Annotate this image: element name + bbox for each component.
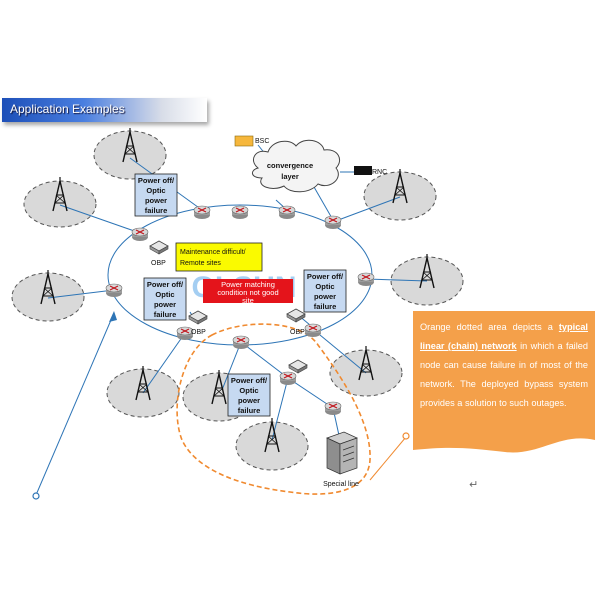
obp-label-3: OBP [290,329,305,336]
svg-text:Optic: Optic [239,386,258,395]
failure-box-4: Power off/ Optic power failure [227,373,271,417]
rnc-label: RNC [372,169,387,176]
svg-text:power: power [154,300,176,309]
bsc-label: BSC [255,138,269,145]
svg-text:Optic: Optic [146,186,165,195]
obp-label-2: OBP [191,329,206,336]
convergence-label: convergence [267,161,313,170]
svg-text:Optic: Optic [315,282,334,291]
bsc-box [234,135,254,147]
svg-text:Power off/: Power off/ [307,272,344,281]
svg-text:site: site [242,296,254,305]
callout-pointer [369,436,407,481]
convergence-label-2: layer [281,172,299,181]
callout-shape [413,311,595,453]
pointer-arrowhead [109,311,117,322]
rnc-box [354,166,372,175]
power-matching-box: Power matching condition not good site [203,279,293,305]
convergence-cloud [252,139,340,193]
svg-text:power: power [238,396,260,405]
section-title: Application Examples [10,102,125,116]
svg-text:failure: failure [145,206,168,215]
svg-text:condition not good: condition not good [217,288,278,297]
callout-text: Orange dotted area depicts a typical lin… [420,318,588,413]
svg-text:Maintenance difficult/: Maintenance difficult/ [180,249,246,256]
svg-text:Power off/: Power off/ [138,176,175,185]
pointer-origin [32,492,40,500]
links [47,144,428,441]
svg-text:Optic: Optic [155,290,174,299]
callout-text-before: Orange dotted area depicts a [420,322,553,332]
svg-text:Remote sites: Remote sites [180,260,221,267]
callout-text-after: in which a failed node can cause failure… [420,341,588,408]
svg-text:power: power [145,196,167,205]
chain-network-area [176,323,371,495]
obp-label-1: OBP [151,260,166,267]
callout-text-bold: typical linear (chain) network [420,322,588,351]
svg-text:Power matching: Power matching [221,280,275,289]
failure-box-1: Power off/ Optic power failure [134,173,178,217]
special-line-label: Special line [323,481,359,488]
special-line-server [326,431,358,475]
svg-text:failure: failure [238,406,261,415]
pointer-arrow [35,312,115,496]
return-mark: ↵ [469,478,478,491]
failure-box-2: Power off/ Optic power failure [143,277,187,321]
callout-pointer-dot [402,432,410,440]
maintenance-box: Maintenance difficult/ Remote sites [175,242,263,272]
svg-text:Power off/: Power off/ [231,376,268,385]
svg-text:failure: failure [154,310,177,319]
svg-text:power: power [314,292,336,301]
failure-box-3: Power off/ Optic power failure [303,269,347,313]
svg-text:Power off/: Power off/ [147,280,184,289]
svg-text:failure: failure [314,302,337,311]
section-header: Application Examples [2,98,207,122]
